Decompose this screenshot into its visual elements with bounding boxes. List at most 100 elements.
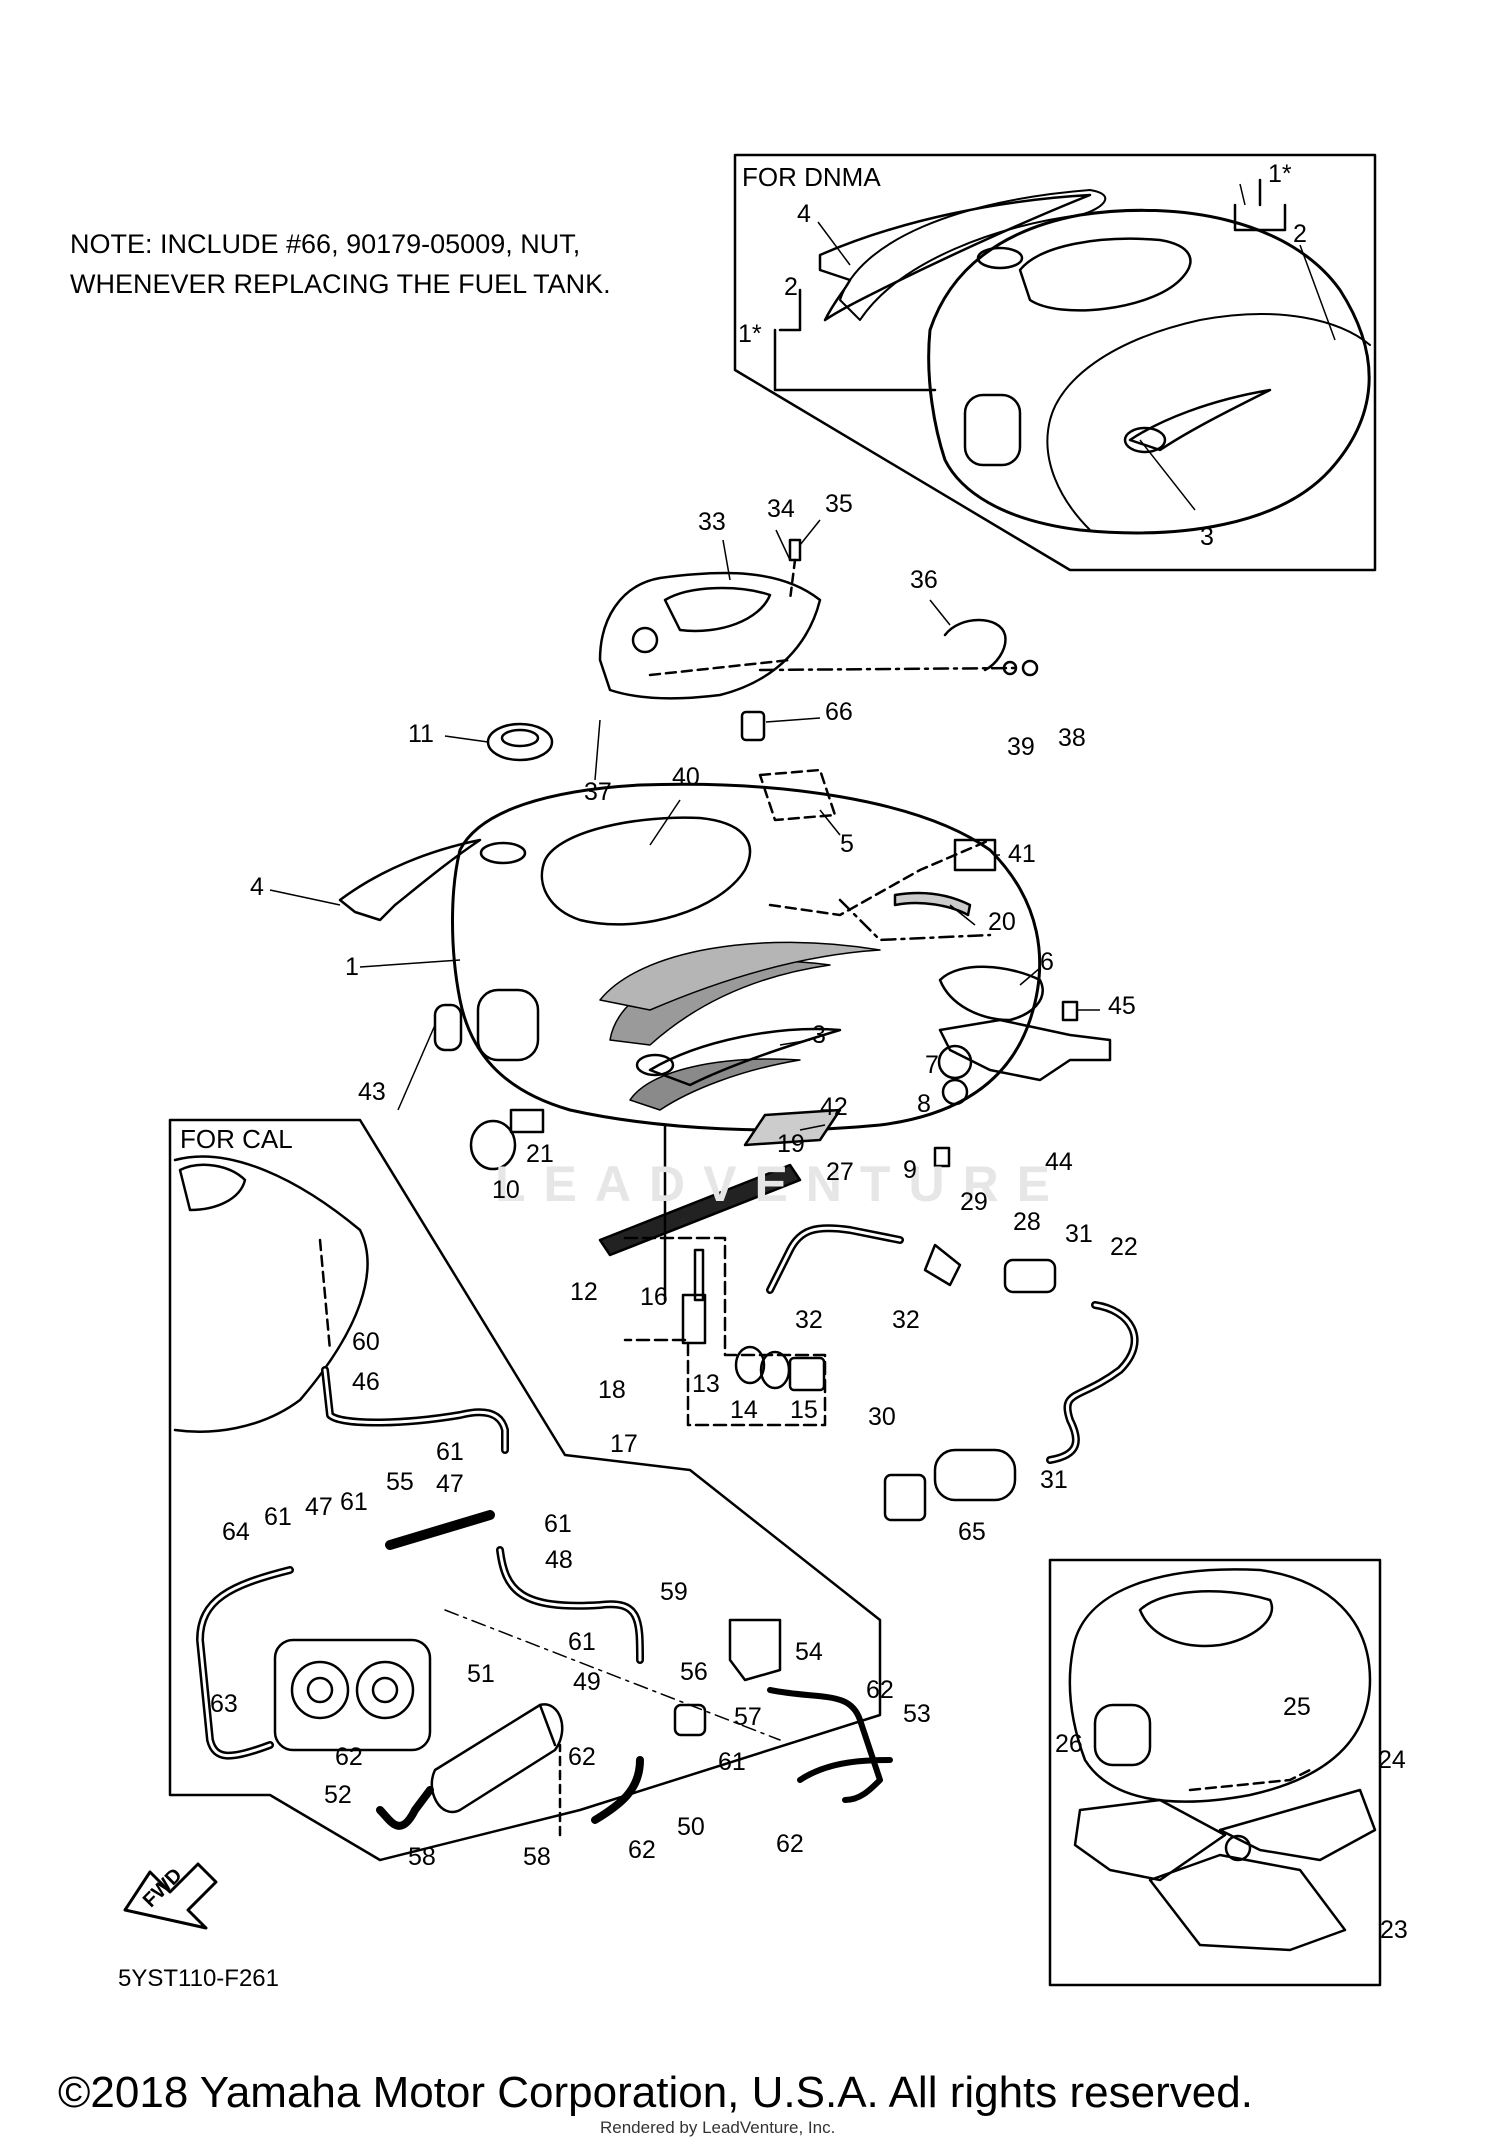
callout: 21: [526, 1140, 554, 1168]
callout: 16: [640, 1283, 668, 1311]
callout: 61: [264, 1503, 292, 1531]
dnma-inlet: [963, 393, 1022, 467]
callout: 39: [1007, 733, 1035, 761]
callout: 55: [386, 1468, 414, 1496]
damper-7: [937, 1044, 973, 1080]
valve-54: [728, 1618, 782, 1682]
callout: 5: [840, 830, 854, 858]
callout: 24: [1378, 1746, 1406, 1774]
callout: 35: [825, 490, 853, 518]
fuel-tank-main: [451, 782, 1042, 1132]
dnma-tank-stripe: [839, 189, 1107, 321]
copyright: ©2018 Yamaha Motor Corporation, U.S.A. A…: [58, 2068, 1253, 2117]
callout: 12: [570, 1278, 598, 1306]
dnma-inset-title: FOR DNMA: [742, 162, 881, 192]
callout: 15: [790, 1396, 818, 1424]
callout: 47: [436, 1470, 464, 1498]
callout: 7: [925, 1051, 939, 1079]
fuel-filter-28: [1003, 1258, 1057, 1294]
callout: 31: [1040, 1466, 1068, 1494]
callout: 36: [910, 566, 938, 594]
callout: 33: [698, 508, 726, 536]
callout: 61: [568, 1628, 596, 1656]
callout: 9: [903, 1156, 917, 1184]
callout: 28: [1013, 1208, 1041, 1236]
callout: 25: [1283, 1693, 1311, 1721]
plate-15: [788, 1356, 826, 1392]
bolt-35: [788, 538, 802, 562]
callout: 4: [797, 200, 811, 228]
callout: 61: [544, 1510, 572, 1538]
callout: 32: [892, 1306, 920, 1334]
callout: 14: [730, 1396, 758, 1424]
pad-23: [1148, 1853, 1347, 1952]
callout: 43: [358, 1078, 386, 1106]
hose-43: [433, 1003, 463, 1052]
cal-inset-title: FOR CAL: [180, 1124, 293, 1154]
bracket-6: [938, 965, 1044, 1022]
pads-inset-frame: [1048, 1558, 1382, 1987]
hose-53: [767, 1687, 893, 1803]
callout: 1: [345, 953, 359, 981]
bolt-9: [933, 1146, 951, 1168]
callout: 50: [677, 1813, 705, 1841]
damper-21: [509, 1108, 545, 1134]
hose-64: [196, 1566, 294, 1760]
callout: 49: [573, 1668, 601, 1696]
callout: 57: [734, 1703, 762, 1731]
callout: 61: [436, 1438, 464, 1466]
replacement-note: NOTE: INCLUDE #66, 90179-05009, NUT,WHEN…: [70, 224, 611, 304]
fuel-pump-65: [933, 1448, 1017, 1502]
callout: 44: [1045, 1148, 1073, 1176]
strip-19: [598, 1163, 802, 1257]
callout: 17: [610, 1430, 638, 1458]
callout: 4: [250, 873, 264, 901]
callout: 6: [1040, 948, 1054, 976]
hose-50: [591, 1756, 644, 1824]
callout: 52: [324, 1781, 352, 1809]
hose-52: [376, 1786, 434, 1830]
carburetor: [273, 1638, 432, 1752]
callout: 47: [305, 1493, 333, 1521]
callout: 61: [718, 1748, 746, 1776]
callout: 27: [826, 1158, 854, 1186]
callout: 62: [866, 1676, 894, 1704]
pads-tank-outline: [1068, 1568, 1372, 1803]
pad-26: [1073, 1798, 1227, 1882]
cal-inset-frame: [168, 1118, 882, 1862]
tank-fuel-inlet: [476, 988, 540, 1062]
dnma-inset-frame: [733, 153, 1377, 572]
nut-66: [740, 710, 766, 742]
callout: 34: [767, 495, 795, 523]
callout: 62: [335, 1743, 363, 1771]
callout: 56: [680, 1658, 708, 1686]
hose-22: [1046, 1301, 1139, 1464]
callout: 53: [903, 1700, 931, 1728]
sticker-4: [338, 838, 482, 922]
callout: 51: [467, 1660, 495, 1688]
callout: 3: [1200, 523, 1214, 551]
dnma-tank-trim: [1046, 313, 1371, 531]
callout: 8: [917, 1090, 931, 1118]
callout: 1*: [1268, 160, 1292, 188]
callout: 66: [825, 698, 853, 726]
washer-8: [941, 1078, 969, 1106]
pad-24: [1218, 1788, 1377, 1862]
callout: 3: [812, 1021, 826, 1049]
callout: 42: [820, 1093, 848, 1121]
callout: 22: [1110, 1233, 1138, 1261]
callout: 13: [692, 1370, 720, 1398]
cal-tank-outline: [173, 1155, 369, 1433]
dnma-bracket-1: [773, 328, 937, 392]
damper-10: [469, 1119, 517, 1171]
pad-20: [893, 891, 972, 917]
decal-5: [758, 768, 837, 822]
canister-51: [430, 1703, 564, 1814]
callout: 63: [210, 1690, 238, 1718]
callout: 29: [960, 1188, 988, 1216]
bolt-45: [1061, 1000, 1079, 1022]
callout: 18: [598, 1376, 626, 1404]
callout: 59: [660, 1578, 688, 1606]
bracket-36: [943, 618, 1007, 672]
decal-41: [953, 838, 997, 872]
